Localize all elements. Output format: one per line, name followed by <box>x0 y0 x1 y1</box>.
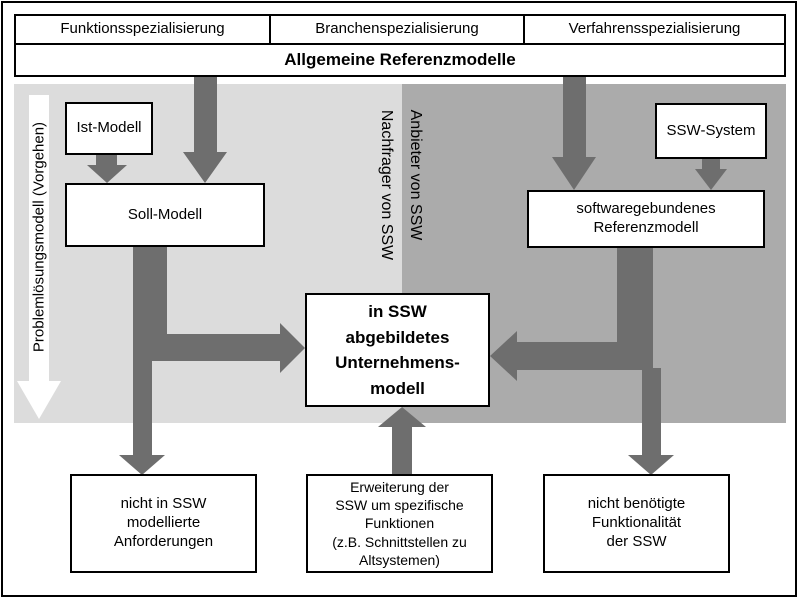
box-allgemeine-referenzmodelle: Allgemeine Referenzmodelle <box>14 43 786 77</box>
label-nachfrager-von-ssw: Nachfrager von SSW <box>378 109 395 261</box>
anforderungen-label: nicht in SSW modellierte Anforderungen <box>113 495 214 550</box>
box-anforderungen: nicht in SSW modellierte Anforderungen <box>70 474 257 573</box>
box-funktionalitaet: nicht benötigte Funktionalität der SSW <box>543 474 730 573</box>
arrow-down-head-icon <box>183 152 227 183</box>
branchenspezialisierung-label: Branchenspezialisierung <box>315 20 479 38</box>
arrow-shaft <box>563 77 586 157</box>
box-ist-modell: Ist-Modell <box>65 102 153 155</box>
arrow-up-head-icon <box>378 407 426 427</box>
process-axis-label: Problemlösungsmodell (Vorgehen) <box>30 121 48 353</box>
process-arrow-head-icon <box>17 381 61 419</box>
arrow-down-head-icon <box>552 157 596 190</box>
arrow-down-head-icon <box>87 165 127 183</box>
arrow-down-head-icon <box>695 169 727 190</box>
box-funktionsspezialisierung: Funktionsspezialisierung <box>14 14 271 45</box>
label-anbieter-von-ssw: Anbieter von SSW <box>407 109 424 241</box>
arrow-right-head-icon <box>280 323 305 373</box>
funktionsspezialisierung-label: Funktionsspezialisierung <box>60 20 225 38</box>
box-ssw-system: SSW-System <box>655 103 767 159</box>
box-sw-referenzmodell: softwaregebundenes Referenzmodell <box>527 190 765 248</box>
box-erweiterung: Erweiterung der SSW um spezifische Funkt… <box>306 474 493 573</box>
soll-modell-label: Soll-Modell <box>127 205 203 223</box>
arrow-shaft <box>642 368 661 456</box>
arrow-shaft <box>392 426 412 475</box>
allgemeine-referenzmodelle-label: Allgemeine Referenzmodelle <box>284 50 516 70</box>
arrow-down-head-icon <box>119 455 165 475</box>
arrow-down-head-icon <box>628 455 674 475</box>
box-unternehmensmodell: in SSW abgebildetes Unternehmens- modell <box>305 293 490 407</box>
arrow-shaft <box>133 360 152 456</box>
erweiterung-label: Erweiterung der SSW um spezifische Funkt… <box>332 479 467 568</box>
arrow-shaft <box>133 334 281 361</box>
verfahrensspezialisierung-label: Verfahrensspezialisierung <box>568 20 741 38</box>
unternehmensmodell-label: in SSW abgebildetes Unternehmens- modell <box>335 302 460 398</box>
box-verfahrensspezialisierung: Verfahrensspezialisierung <box>523 14 786 45</box>
arrow-shaft <box>194 77 217 152</box>
process-arrow-shaft <box>29 95 49 381</box>
arrow-shaft <box>96 155 117 165</box>
funktionalitaet-label: nicht benötigte Funktionalität der SSW <box>587 495 686 550</box>
sw-referenzmodell-label: softwaregebundenes Referenzmodell <box>576 200 716 236</box>
ssw-system-label: SSW-System <box>666 121 756 139</box>
box-branchenspezialisierung: Branchenspezialisierung <box>269 14 525 45</box>
box-soll-modell: Soll-Modell <box>65 183 265 247</box>
ist-modell-label: Ist-Modell <box>76 119 142 137</box>
arrow-shaft <box>702 159 720 169</box>
arrow-shaft <box>517 342 653 370</box>
arrow-left-head-icon <box>490 331 517 381</box>
